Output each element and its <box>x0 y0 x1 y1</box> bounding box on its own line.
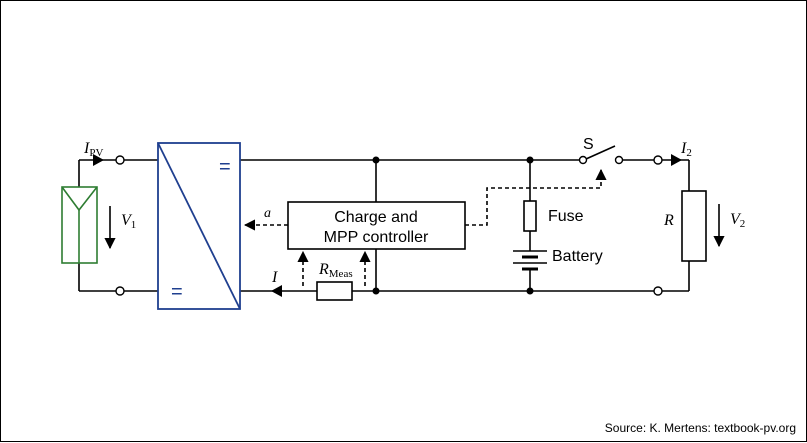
terminals <box>115 155 663 296</box>
switch-blade <box>585 145 616 160</box>
battery-label: Battery <box>552 248 603 265</box>
controller-box <box>287 201 466 250</box>
converter-bottom-symbol: = <box>171 281 183 303</box>
source-credit: Source: K. Mertens: textbook-pv.org <box>605 421 796 435</box>
v1-label: V1 <box>121 212 136 231</box>
current-i-label: I <box>271 269 278 286</box>
junctions <box>372 156 534 295</box>
v2-label: V2 <box>730 211 745 230</box>
converter-top-symbol: = <box>219 156 231 178</box>
i-pv-label: IPV <box>83 140 103 159</box>
switch-control-line <box>465 168 607 226</box>
pv-module <box>61 186 98 264</box>
r-load-label: R <box>663 212 674 229</box>
fuse <box>523 200 537 232</box>
controller-label-line1: Charge and <box>334 209 418 226</box>
measuring-resistor <box>316 281 353 301</box>
r-meas-label: RMeas <box>318 261 353 280</box>
dc-dc-converter <box>157 142 241 310</box>
i2-arrow <box>671 154 682 166</box>
battery <box>513 250 547 271</box>
switch-label: S <box>583 136 594 153</box>
i-pv-arrow <box>93 154 104 166</box>
i2-label: I2 <box>680 140 692 159</box>
fuse-label: Fuse <box>548 208 584 225</box>
a-label: a <box>264 206 271 221</box>
current-i-arrow <box>271 285 282 297</box>
controller-label-line2: MPP controller <box>324 229 429 246</box>
load-resistor <box>681 190 707 262</box>
